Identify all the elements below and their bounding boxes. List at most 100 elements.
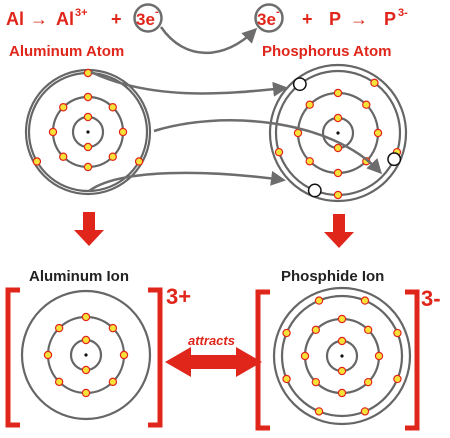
electron [363,325,373,335]
al-symbol: Al [6,9,24,29]
right-bracket [405,289,420,431]
electron [134,157,144,166]
al-ion-superscript: 3+ [75,7,88,19]
electron [108,103,117,112]
plus-sign-2: + [302,9,313,29]
electron [48,127,58,137]
reaction-arrow-1: → [30,9,48,29]
p-symbol: P [329,9,341,29]
electron-vacancy [292,77,307,92]
electron [83,142,93,152]
transfer-arrow-1 [90,70,288,97]
reaction-arrow-2: → [350,9,368,29]
nucleus [340,354,344,358]
electron [362,100,371,109]
nucleus [86,130,90,134]
electron [108,377,118,387]
electron [337,366,347,376]
nucleus [336,131,340,135]
electron [337,388,347,398]
electron [333,190,343,200]
electron [83,112,93,122]
aluminum-ion [20,289,152,421]
electron [81,388,91,398]
electron-group-circle-left [133,3,163,33]
electron-group-circle-right [254,3,284,33]
electron-transfer-arrows [88,70,383,193]
electron [83,162,93,172]
electron [333,88,343,98]
electron [54,323,64,333]
electron [119,350,129,360]
shell-1 [272,286,412,426]
plus-sign-1: + [111,9,122,29]
electron [311,325,321,335]
electron [118,127,128,137]
electron [373,128,383,138]
shell-1 [20,289,152,421]
electron [81,365,91,375]
electrons-gained: 3e [257,10,276,29]
aluminum-ion-brackets [5,287,163,428]
phosphide-ion-charge: 3- [421,286,441,311]
electron-transfer-arrow-top [159,26,258,55]
electron [337,314,347,324]
electron [108,152,117,161]
electrons-gained-superscript: - [276,6,280,18]
down-arrow-aluminum [74,212,104,246]
equation: Al → Al 3+ + 3e - 3e - + P → P 3- [6,3,408,55]
electron [333,168,343,178]
electron [108,323,118,333]
electron [311,377,321,387]
shell-1 [268,63,408,203]
electron-vacancy [307,183,322,198]
electron [333,113,343,123]
electron [293,128,303,138]
electron [393,328,402,338]
electron [374,351,384,361]
electron [83,68,93,78]
electron [360,296,370,305]
left-bracket [5,287,20,428]
down-arrow-phosphorus [324,214,354,248]
electron [360,407,370,416]
nucleus [84,353,88,357]
electron [59,152,68,161]
electron [333,143,343,153]
aluminum-atom-label: Aluminum Atom [9,43,124,60]
transfer-arrow-3 [88,170,286,193]
electrons-lost-superscript: - [155,6,159,18]
electrons-lost: 3e [136,10,155,29]
electron [274,147,284,157]
electron [393,374,402,384]
electron [300,351,310,361]
aluminum-atom [24,68,152,196]
p-ion-symbol: P [384,9,396,29]
electron [83,92,93,102]
right-bracket [148,287,163,428]
left-bracket [255,289,270,431]
attraction-double-arrow [165,347,262,377]
shell-4 [280,294,404,418]
electron [305,157,314,166]
electron [305,100,314,109]
electron [81,335,91,345]
phosphide-ion-label: Phosphide Ion [281,268,384,285]
electron [282,374,291,384]
attracts-label: attracts [188,333,235,348]
electron [337,336,347,346]
electron [59,103,68,112]
p-ion-superscript: 3- [398,7,408,19]
electron [81,312,91,322]
electron [363,377,373,387]
aluminum-ion-charge: 3+ [166,284,191,309]
transfer-arrow-2 [153,119,383,175]
electron [314,407,324,416]
al-ion-symbol: Al [56,9,74,29]
electron [32,157,42,166]
electron [43,350,53,360]
electron [282,328,291,338]
phosphorus-atom-label: Phosphorus Atom [262,43,391,60]
electron [314,296,324,305]
